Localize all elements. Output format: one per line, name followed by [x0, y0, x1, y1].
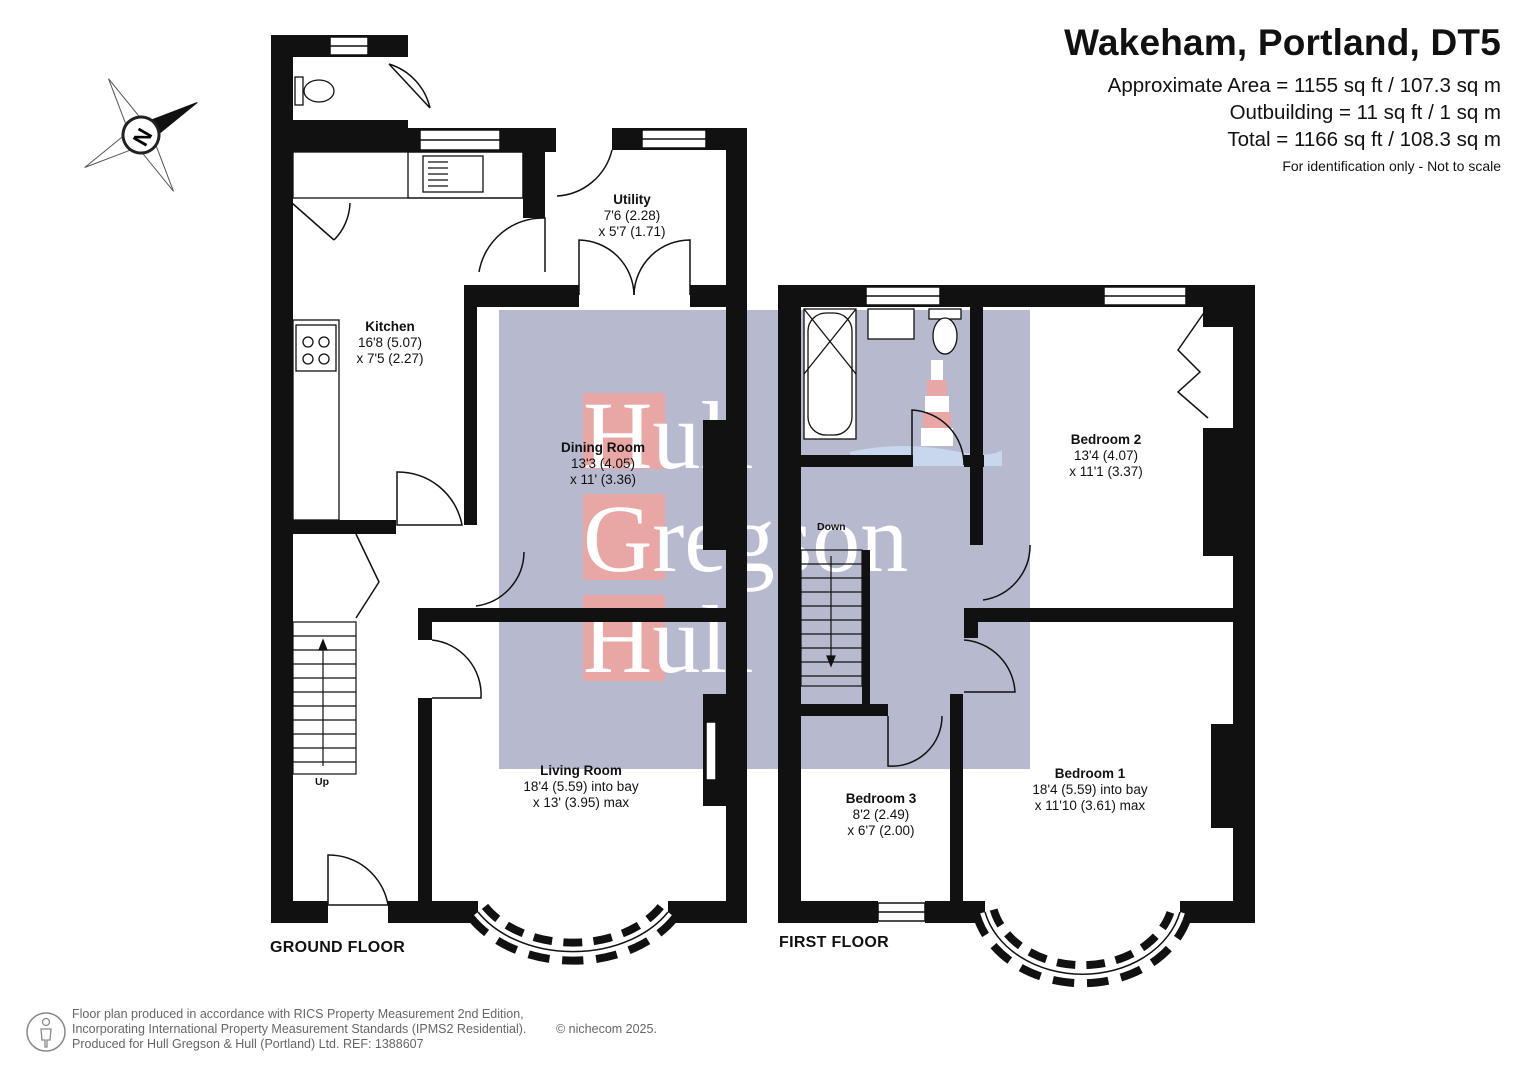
approximate-area: Approximate Area = 1155 sq ft / 107.3 sq… [1107, 74, 1501, 97]
first-floor-stairs [800, 549, 863, 687]
first-floor-windows [865, 286, 1187, 922]
first-bay-window [972, 908, 1193, 988]
room-dimension: x 11'10 (3.61) max [1034, 798, 1146, 813]
north-compass-icon [84, 78, 198, 192]
room-name: Bedroom 1 [1054, 766, 1126, 781]
room-dimension: 8'2 (2.49) [852, 807, 910, 822]
stairs-down-label: Down [817, 521, 846, 533]
copyright: © nichecom 2025. [556, 1022, 657, 1036]
person-icon [26, 1012, 66, 1052]
room-name: Bedroom 3 [845, 791, 917, 806]
ground-floor-doors [291, 63, 691, 906]
kitchen-units [292, 151, 524, 521]
room-dimension: 18'4 (5.59) into bay [523, 779, 639, 794]
ground-bay-window [467, 903, 679, 965]
room-living: Living Room 18'4 (5.59) into bay x 13' (… [523, 763, 638, 811]
bathroom-fixtures [803, 308, 962, 440]
first-floor-doors [887, 306, 1209, 767]
footer-line: Produced for Hull Gregson & Hull (Portla… [72, 1037, 424, 1051]
ground-stairs [292, 621, 357, 775]
ground-floor-windows [329, 36, 717, 781]
room-dimension: 18'4 (5.59) into bay [1032, 782, 1148, 797]
footer-line: Incorporating International Property Mea… [72, 1022, 527, 1036]
footer-line: Floor plan produced in accordance with R… [72, 1007, 524, 1021]
property-title: Wakeham, Portland, DT5 [1064, 22, 1501, 63]
watermark-line-3: Hull [583, 586, 754, 693]
room-utility: Utility 7'6 (2.28) x 5'7 (1.71) [598, 192, 665, 240]
scale-note: For identification only - Not to scale [1282, 158, 1501, 174]
footer-notes: Floor plan produced in accordance with R… [72, 1007, 526, 1052]
room-dimension: 13'3 (4.05) [570, 456, 636, 471]
room-name: Bedroom 2 [1070, 432, 1142, 447]
outbuilding-area: Outbuilding = 11 sq ft / 1 sq m [1229, 101, 1501, 124]
total-area: Total = 1166 sq ft / 108.3 sq m [1227, 128, 1501, 151]
room-dimension: x 13' (3.95) max [532, 795, 630, 810]
room-dining: Dining Room 13'3 (4.05) x 11' (3.36) [561, 440, 645, 488]
room-dimension: x 11'1 (3.37) [1069, 464, 1143, 479]
ground-floor-walls [271, 35, 747, 923]
room-dimension: 13'4 (4.07) [1073, 448, 1139, 463]
first-floor-label: FIRST FLOOR [779, 934, 889, 951]
room-name: Living Room [540, 763, 622, 778]
room-dimension: x 6'7 (2.00) [847, 823, 915, 838]
room-name: Dining Room [561, 440, 645, 455]
stairs-up-label: Up [315, 776, 329, 788]
toilet-icon [294, 76, 335, 106]
ground-floor-label: GROUND FLOOR [270, 939, 406, 956]
room-name: Kitchen [365, 319, 415, 334]
room-dimension: 16'8 (5.07) [357, 335, 423, 350]
room-name: Utility [613, 192, 651, 207]
room-dimension: x 5'7 (1.71) [598, 224, 666, 239]
room-dimension: x 11' (3.36) [569, 472, 637, 487]
room-bedroom-3: Bedroom 3 8'2 (2.49) x 6'7 (2.00) [846, 791, 917, 839]
room-bedroom-2: Bedroom 2 13'4 (4.07) x 11'1 (3.37) [1069, 432, 1143, 480]
room-dimension: x 7'5 (2.27) [356, 351, 424, 366]
room-dimension: 7'6 (2.28) [603, 208, 661, 223]
room-kitchen: Kitchen 16'8 (5.07) x 7'5 (2.27) [356, 319, 423, 367]
room-bedroom-1: Bedroom 1 18'4 (5.59) into bay x 11'10 (… [1032, 766, 1147, 814]
